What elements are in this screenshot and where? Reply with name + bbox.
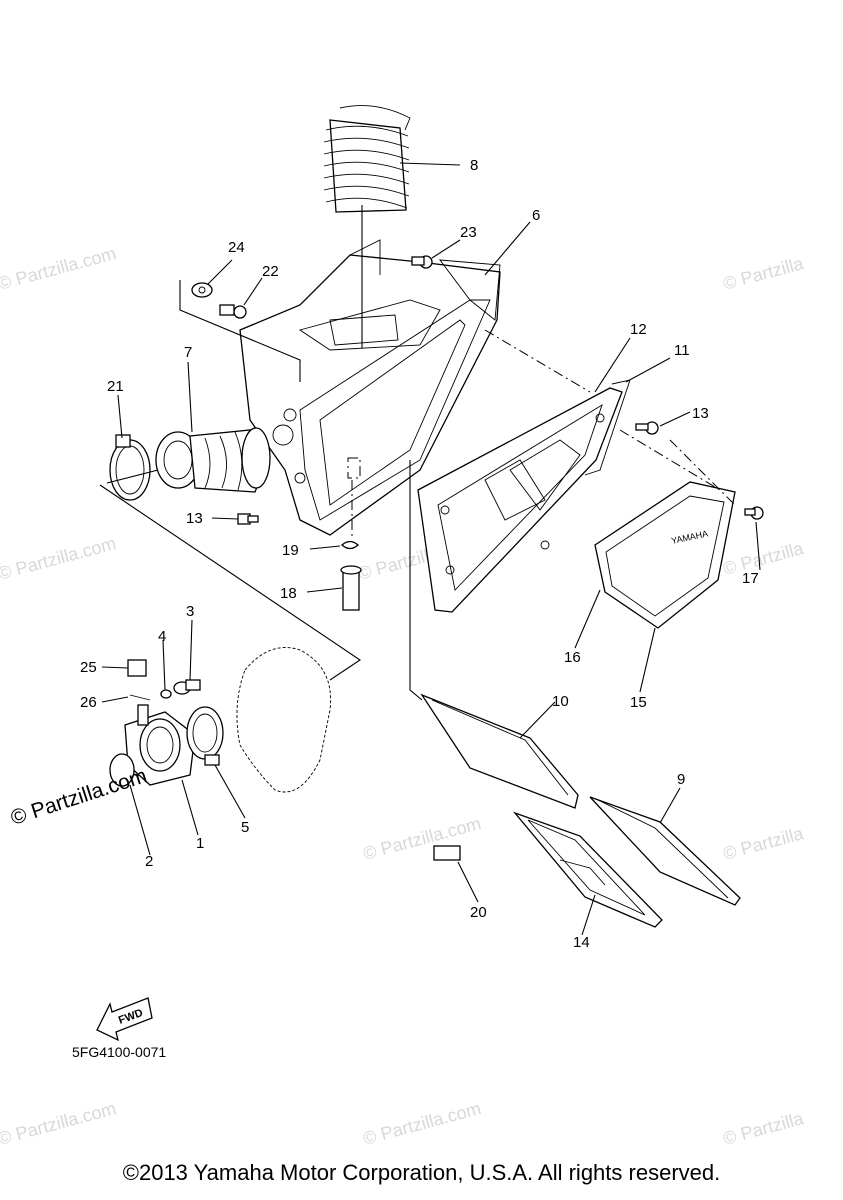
sponge-part-20 <box>433 845 461 861</box>
callout-26: 26 <box>80 694 97 711</box>
grommet-part-24 <box>191 282 213 298</box>
element-frame-part-12 <box>417 387 623 613</box>
bolt-part-3 <box>173 679 201 695</box>
watermark: © Partzilla.com <box>361 813 483 864</box>
washer-part-4 <box>160 689 172 699</box>
callout-17: 17 <box>742 570 759 587</box>
bolt-part-13 <box>237 513 259 525</box>
watermark: © Partzilla <box>721 253 807 294</box>
leader-lines <box>99 162 761 936</box>
collar-part-25 <box>127 659 147 677</box>
copyright-notice: ©2013 Yamaha Motor Corporation, U.S.A. A… <box>122 1160 721 1185</box>
callout-18: 18 <box>280 585 297 602</box>
callout-6: 6 <box>532 207 540 224</box>
callout-21: 21 <box>107 378 124 395</box>
filter-guide-part-14 <box>512 811 663 928</box>
callout-14: 14 <box>573 934 590 951</box>
callout-3: 3 <box>186 603 194 620</box>
watermark: © Partzilla.com <box>0 533 118 584</box>
callout-numbers: 1 2 3 4 5 6 7 8 9 10 11 12 13 13 14 15 1… <box>80 157 759 951</box>
clip-part-19 <box>341 540 359 550</box>
intake-boot-part-8 <box>323 105 411 213</box>
callout-13: 13 <box>186 510 203 527</box>
side-cover-part-15: YAMAHA <box>594 481 736 629</box>
drain-tube-part-18 <box>340 565 362 611</box>
bolt-part-13 <box>635 421 659 435</box>
watermark: © Partzilla <box>721 538 807 579</box>
watermark: © Partzilla.com <box>0 243 118 294</box>
callout-10: 10 <box>552 693 569 710</box>
air-box-part-6 <box>239 239 501 536</box>
bolt-part-23 <box>411 255 433 269</box>
callout-19: 19 <box>282 542 299 559</box>
watermark: © Partzilla <box>721 823 807 864</box>
callout-9: 9 <box>677 771 685 788</box>
callout-13: 13 <box>692 405 709 422</box>
callout-15: 15 <box>630 694 647 711</box>
carburetor-outline <box>236 647 332 793</box>
callout-20: 20 <box>470 904 487 921</box>
watermark: © Partzilla <box>721 1108 807 1149</box>
callout-12: 12 <box>630 321 647 338</box>
callout-8: 8 <box>470 157 478 174</box>
callout-24: 24 <box>228 239 245 256</box>
callout-25: 25 <box>80 659 97 676</box>
callout-5: 5 <box>241 819 249 836</box>
bolt-part-17 <box>744 506 764 520</box>
callout-7: 7 <box>184 344 192 361</box>
o-ring-part-2 <box>109 753 135 787</box>
filter-element-part-10 <box>420 693 579 809</box>
callout-11: 11 <box>674 342 690 359</box>
callout-23: 23 <box>460 224 477 241</box>
fwd-arrow-icon: FWD <box>96 997 153 1042</box>
callout-2: 2 <box>145 853 153 870</box>
joint-hose-part-7 <box>155 427 271 493</box>
filter-part-9 <box>589 796 741 906</box>
clamp-part-5 <box>186 706 224 766</box>
watermark: © Partzilla.com <box>0 1098 118 1149</box>
clamp-part-21 <box>109 434 151 501</box>
part-code: 5FG4100-0071 <box>72 1044 167 1060</box>
callout-22: 22 <box>262 263 279 280</box>
callout-1: 1 <box>196 835 204 852</box>
callout-4: 4 <box>158 628 166 645</box>
pin-part-26 <box>129 694 151 701</box>
seal-part-11 <box>584 379 631 476</box>
watermark: © Partzilla.com <box>361 1098 483 1149</box>
bolt-part-22 <box>219 304 247 319</box>
callout-16: 16 <box>564 649 581 666</box>
